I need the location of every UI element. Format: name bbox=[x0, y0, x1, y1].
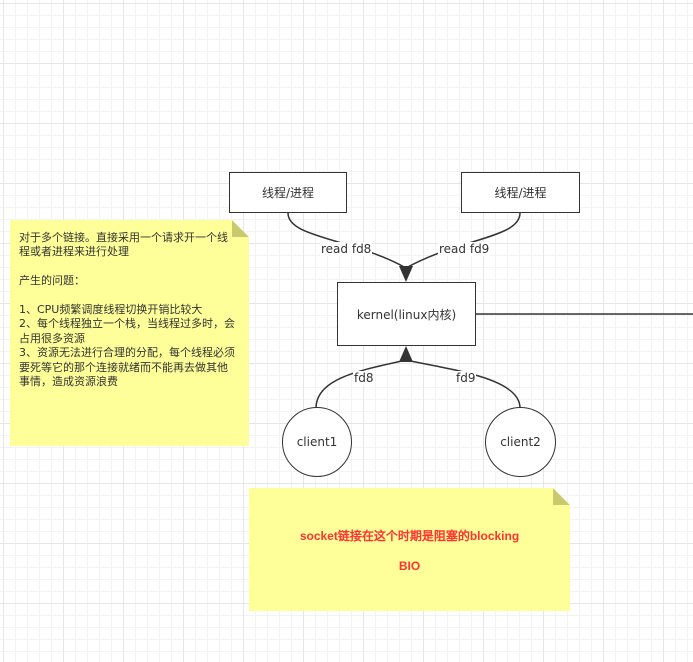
arrowhead-kernel-top bbox=[399, 266, 413, 282]
edge-label-read-fd8: read fd8 bbox=[320, 242, 373, 256]
kernel-box[interactable]: kernel(linux内核) bbox=[337, 282, 476, 346]
edge-client1-to-kernel[interactable] bbox=[315, 359, 407, 409]
thread-process-right-box[interactable]: 线程/进程 bbox=[461, 172, 580, 213]
note-bottom[interactable]: socket链接在这个时期是阻塞的blocking BIO bbox=[249, 488, 570, 611]
arrowhead-kernel-bottom bbox=[399, 346, 413, 362]
thread-process-right-label: 线程/进程 bbox=[494, 186, 547, 200]
client2-circle[interactable]: client2 bbox=[485, 407, 556, 477]
edge-label-fd8: fd8 bbox=[353, 371, 375, 385]
note-left-text: 对于多个链接。直接采用一个请求开一个线程或者进程来进行处理 产生的问题： 1、C… bbox=[19, 231, 235, 389]
note-left[interactable]: 对于多个链接。直接采用一个请求开一个线程或者进程来进行处理 产生的问题： 1、C… bbox=[10, 220, 249, 446]
edge-thread-right-to-kernel[interactable] bbox=[405, 212, 521, 269]
edge-label-fd9: fd9 bbox=[455, 371, 477, 385]
kernel-label: kernel(linux内核) bbox=[356, 307, 457, 322]
thread-process-left-label: 线程/进程 bbox=[261, 186, 315, 200]
client1-circle[interactable]: client1 bbox=[282, 407, 352, 477]
client2-label: client2 bbox=[500, 435, 541, 449]
thread-process-left-box[interactable]: 线程/进程 bbox=[229, 172, 347, 213]
edge-client2-to-kernel[interactable] bbox=[405, 359, 521, 409]
note-bottom-line1: socket链接在这个时期是阻塞的blocking bbox=[299, 529, 520, 543]
client1-label: client1 bbox=[296, 435, 338, 449]
note-bottom-line2: BIO bbox=[398, 559, 421, 573]
edge-thread-left-to-kernel[interactable] bbox=[287, 212, 407, 269]
edge-label-read-fd9: read fd9 bbox=[438, 242, 491, 256]
